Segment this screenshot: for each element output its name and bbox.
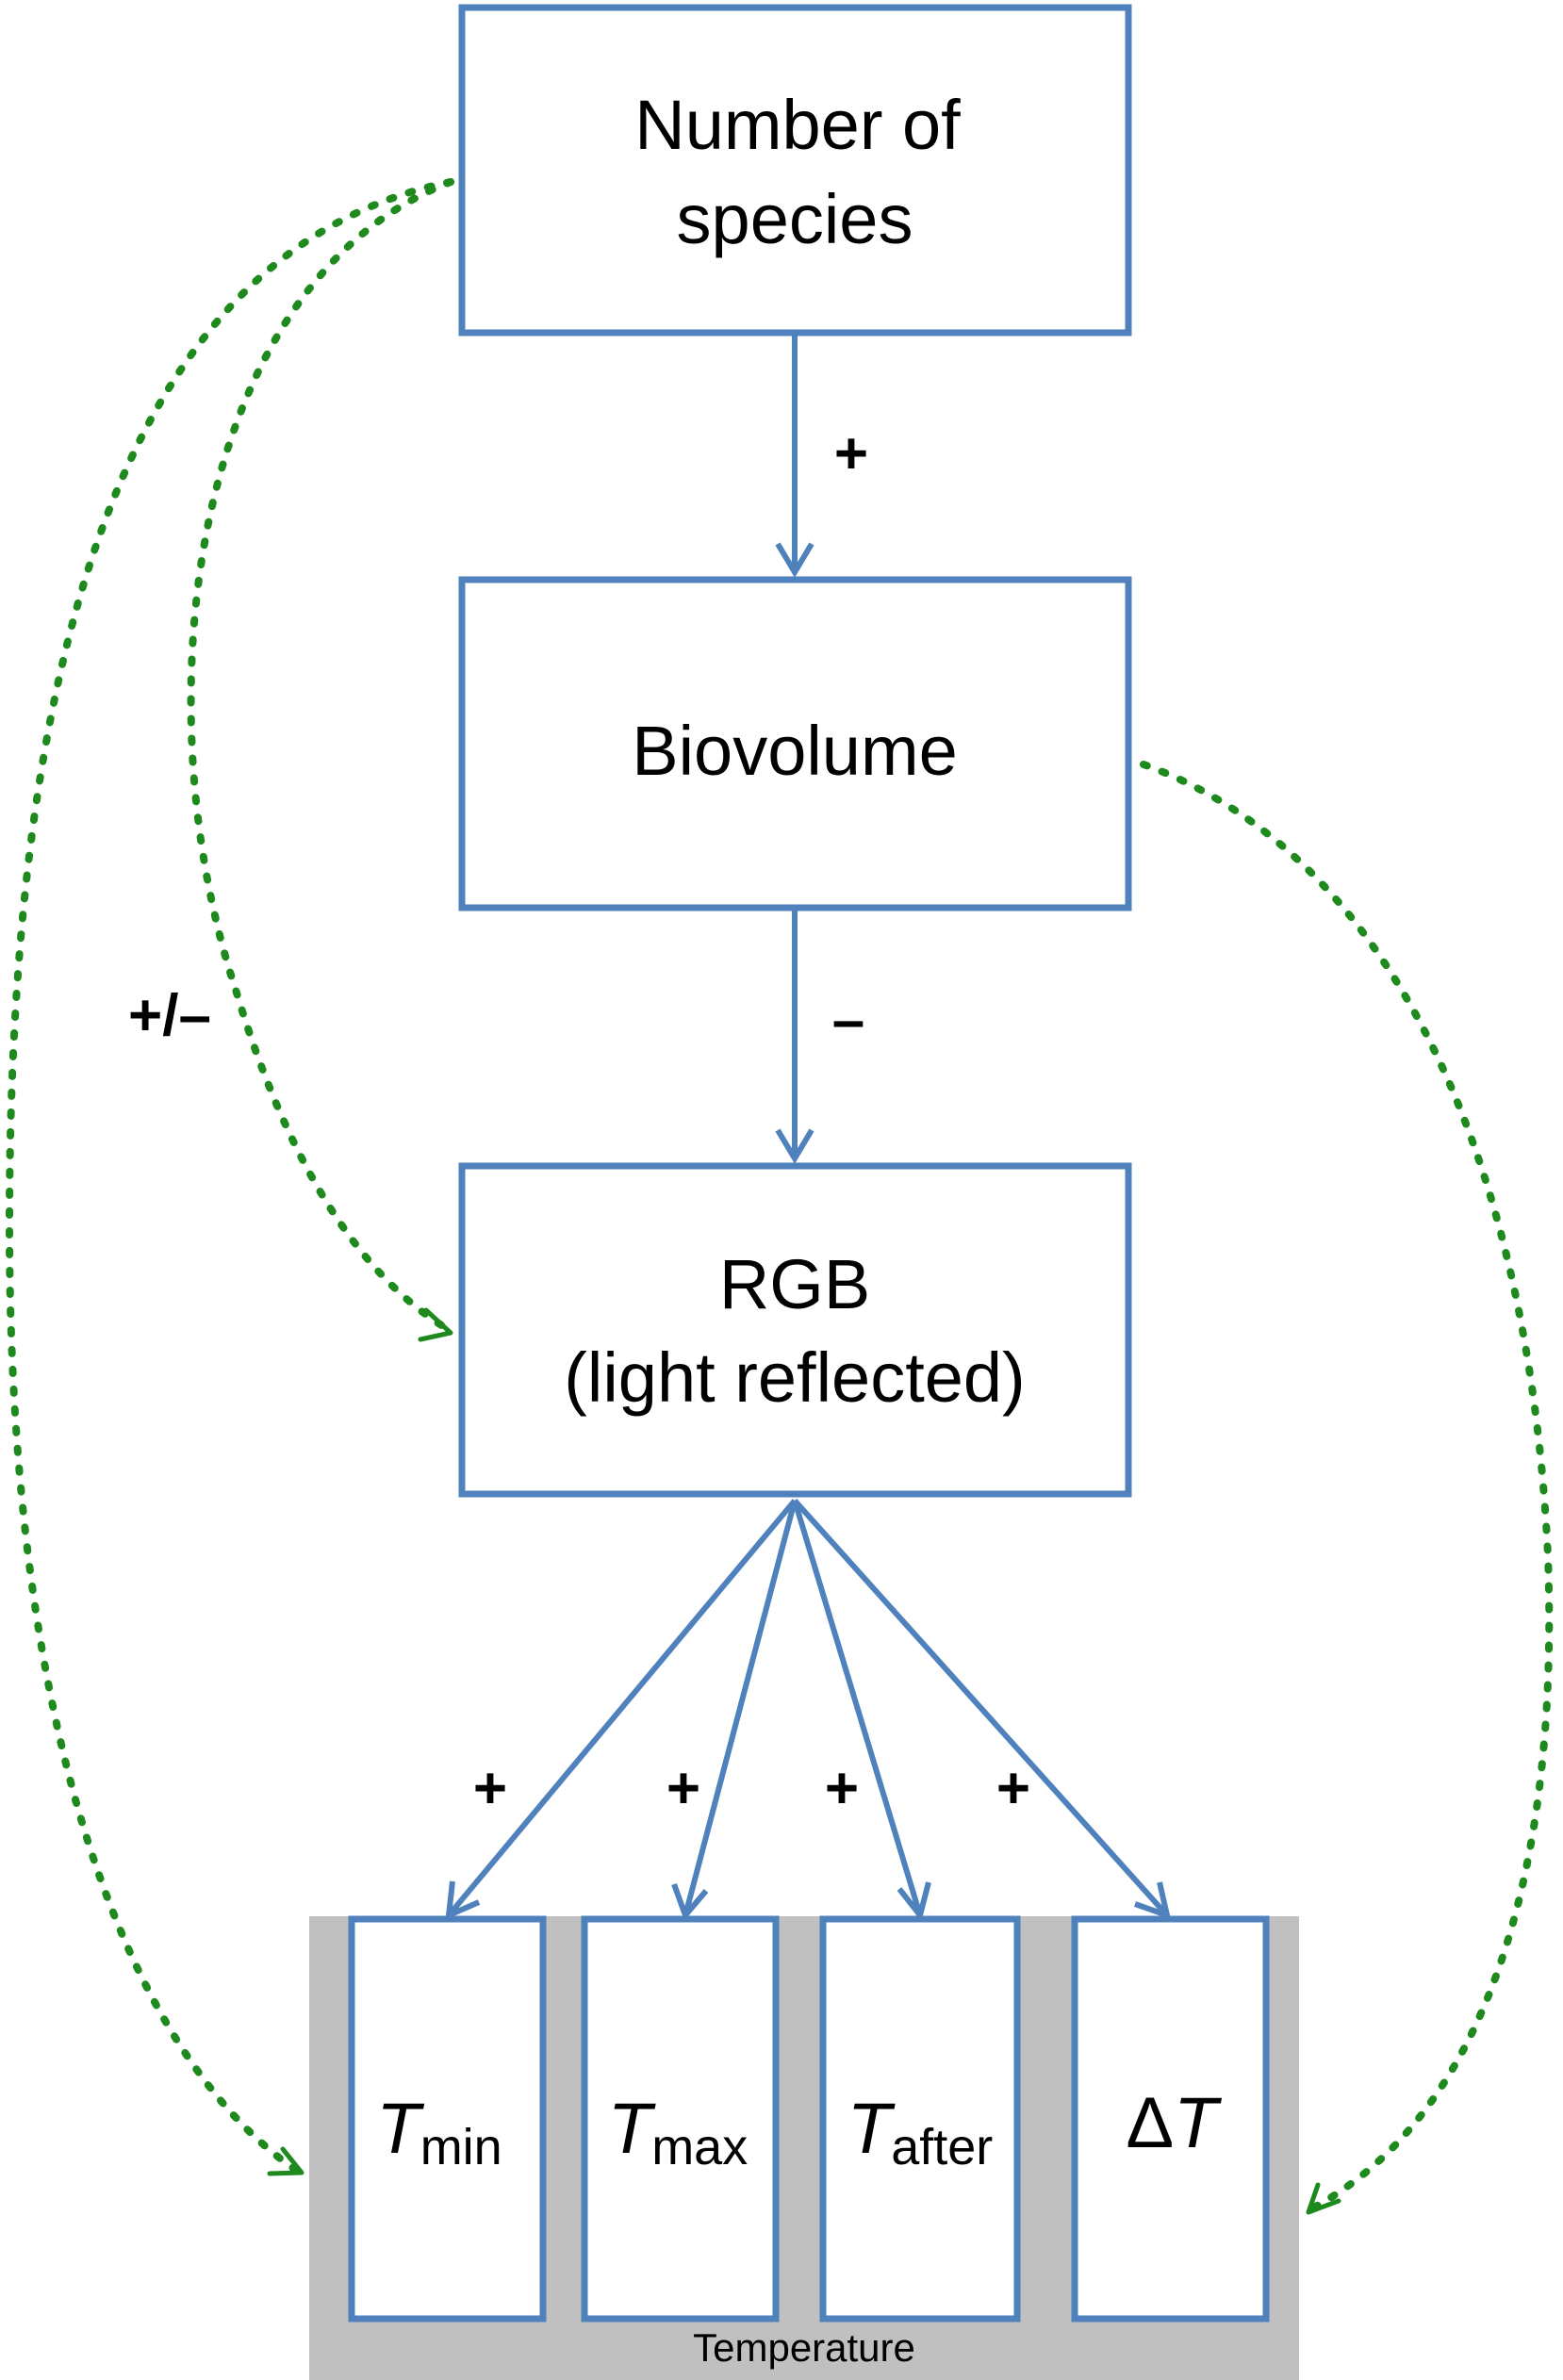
svg-text:Tmax: Tmax: [608, 2089, 748, 2175]
node-delta-t-main: T: [1174, 2083, 1222, 2163]
svg-text:ΔT: ΔT: [1126, 2083, 1222, 2163]
node-t-max-sub: max: [651, 2119, 748, 2175]
node-number-of-species: Number of species: [458, 4, 1132, 336]
sign-biovolume-to-rgb: –: [832, 988, 864, 1053]
temperature-label: Temperature: [693, 2325, 915, 2370]
node-t-after-sub: after: [891, 2119, 993, 2175]
svg-text:Tafter: Tafter: [847, 2089, 994, 2175]
svg-text:Tmin: Tmin: [376, 2089, 502, 2175]
node-number-of-species-line1: Number of: [634, 86, 961, 164]
node-t-min: Tmin: [348, 1915, 547, 2323]
node-t-min-sub: min: [420, 2119, 502, 2175]
arrow-rgb-to-delta-t: [792, 1498, 1172, 1920]
arrow-rgb-to-t-after: [792, 1500, 931, 1922]
node-t-max: Tmax: [581, 1915, 780, 2323]
node-t-after: Tafter: [819, 1915, 1021, 2323]
node-biovolume: Biovolume: [458, 576, 1132, 911]
sign-indirect-effect: +/–: [128, 983, 211, 1048]
node-rgb-line1: RGB: [719, 1245, 870, 1323]
dotted-arrow-species-to-temperature: [5, 178, 454, 2176]
node-t-min-main: T: [376, 2089, 424, 2169]
node-t-max-main: T: [608, 2089, 656, 2169]
node-biovolume-label: Biovolume: [632, 712, 958, 790]
sign-rgb-to-t-max: +: [666, 1756, 700, 1821]
sign-rgb-to-delta-t: +: [996, 1756, 1030, 1821]
node-rgb-line2: (light reflected): [564, 1338, 1025, 1417]
node-rgb: RGB (light reflected): [458, 1162, 1132, 1498]
dotted-arrow-biovolume-to-temperature: [1140, 761, 1554, 2215]
node-t-after-main: T: [847, 2089, 896, 2169]
node-number-of-species-line2: species: [677, 180, 913, 258]
node-delta-t: ΔT: [1071, 1915, 1270, 2323]
sign-species-to-biovolume: +: [834, 421, 868, 486]
arrow-species-to-biovolume: [775, 333, 814, 578]
arrow-rgb-to-t-max: [671, 1500, 798, 1921]
sign-rgb-to-t-after: +: [825, 1756, 859, 1821]
arrow-biovolume-to-rgb: [775, 908, 814, 1164]
node-delta-t-prefix: Δ: [1126, 2083, 1174, 2163]
dotted-arrow-species-to-rgb: [187, 178, 454, 1342]
sign-rgb-to-t-min: +: [473, 1756, 507, 1821]
arrow-rgb-to-t-min: [445, 1499, 798, 1920]
